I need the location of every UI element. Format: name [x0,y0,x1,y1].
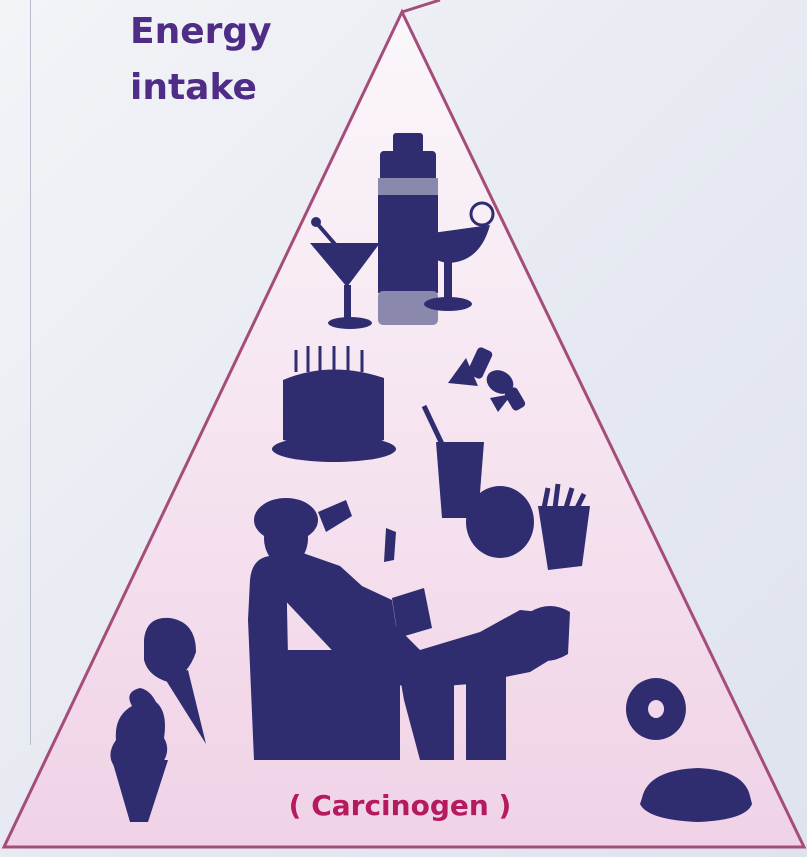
carcinogen-caption: ( Carcinogen ) [280,786,520,826]
bottle-icon [378,133,438,325]
pyramid-apex-line [402,0,440,12]
burger-icon [466,486,534,558]
